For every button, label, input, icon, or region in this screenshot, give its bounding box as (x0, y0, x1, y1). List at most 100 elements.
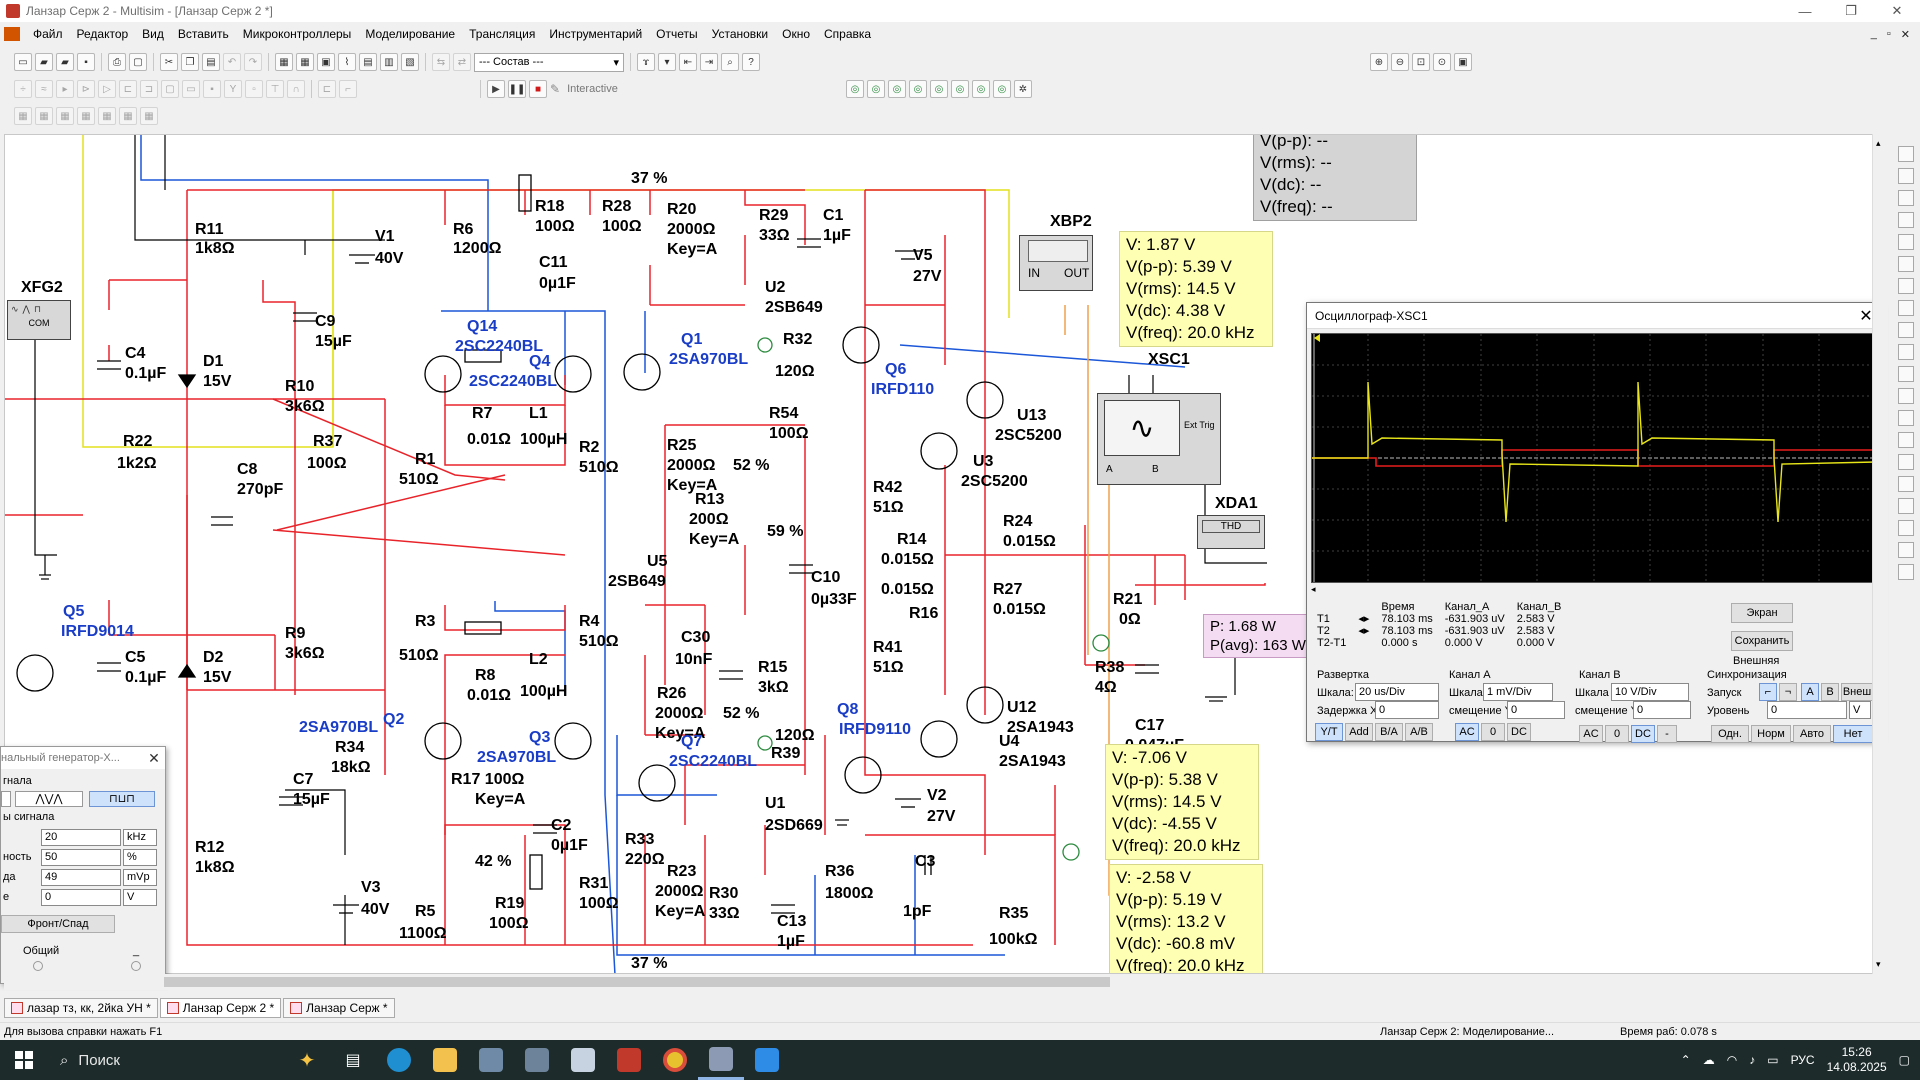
menu-options[interactable]: Установки (711, 27, 769, 41)
trigger-level-unit[interactable]: V (1849, 701, 1871, 719)
taskbar-search[interactable]: ⌕ Поиск (48, 1040, 284, 1080)
oscilloscope-close-icon[interactable]: ✕ (1859, 307, 1873, 325)
rf-component-icon[interactable]: ⊤ (266, 80, 284, 98)
channel-b-zero-button[interactable]: 0 (1605, 725, 1629, 743)
tektronix-scope-icon[interactable] (1898, 520, 1914, 536)
channel-a-ypos-input[interactable]: 0 (1507, 701, 1565, 719)
cut-icon[interactable]: ✂ (160, 53, 178, 71)
bode-plotter-xbp2[interactable]: IN OUT (1019, 235, 1093, 291)
task-view-icon[interactable]: ▤ (345, 1052, 361, 1069)
channel-b-scale-input[interactable]: 10 V/Div (1611, 683, 1689, 701)
multisim-active-taskbar-icon[interactable] (698, 1040, 744, 1080)
zoom-out-icon[interactable]: ⊖ (1391, 53, 1409, 71)
cursor-arrows-icon[interactable]: ◂▸ (1358, 625, 1370, 637)
mode-ba-button[interactable]: B/A (1375, 723, 1403, 741)
help-icon[interactable]: ? (742, 53, 760, 71)
probe-extra-icon[interactable]: ◎ (993, 80, 1011, 98)
app-icon-cat[interactable] (468, 1040, 514, 1080)
restore-button[interactable]: ❐ (1845, 3, 1857, 18)
stop-simulation-icon[interactable]: ■ (529, 80, 547, 98)
search-icon[interactable]: ⌕ (721, 53, 739, 71)
rise-fall-button[interactable]: Фронт/Спад (1, 915, 115, 933)
source-component-icon[interactable]: ÷ (14, 80, 32, 98)
oscilloscope-xsc1[interactable]: ∿ Ext Trig A B (1097, 393, 1221, 485)
iv-analyzer-icon[interactable] (1898, 366, 1914, 382)
multisim-taskbar-icon[interactable] (560, 1040, 606, 1080)
basic-component-icon[interactable]: ≈ (35, 80, 53, 98)
function-generator-titlebar[interactable]: нальный генератор-X... ✕ (1, 747, 165, 769)
distortion-analyzer-icon[interactable] (1898, 388, 1914, 404)
network-icon[interactable]: ☁ (1702, 1053, 1715, 1067)
fullscreen-icon[interactable]: ▣ (1454, 53, 1472, 71)
redo-icon[interactable]: ↷ (244, 53, 262, 71)
distortion-analyzer-xda1[interactable]: THD (1197, 515, 1265, 549)
chrome-icon[interactable] (652, 1040, 698, 1080)
tab-lazar-tz[interactable]: лазар тз, кк, 2йка УН * (4, 998, 158, 1018)
oscilloscope-window[interactable]: Осциллограф-XSC1 ✕ (1306, 302, 1880, 743)
network-analyzer-icon[interactable] (1898, 432, 1914, 448)
scroll-left-icon[interactable]: ◂ (1311, 584, 1316, 594)
tab-lanzar-serzh[interactable]: Ланзар Серж * (283, 998, 395, 1018)
trigger-single-button[interactable]: Одн. (1711, 725, 1749, 743)
trigger-source-a-button[interactable]: A (1801, 683, 1819, 701)
wifi-icon[interactable]: ◠ (1726, 1053, 1738, 1067)
tray-chevron-icon[interactable]: ⌃ (1680, 1053, 1691, 1067)
x-position-input[interactable]: 0 (1375, 701, 1439, 719)
trigger-normal-button[interactable]: Норм (1751, 725, 1791, 743)
scroll-down-icon[interactable]: ▾ (1876, 959, 1881, 969)
minus-terminal-icon[interactable] (131, 961, 141, 971)
mixed-icon[interactable]: ▭ (182, 80, 200, 98)
document-icon[interactable] (4, 27, 20, 41)
menu-mcu[interactable]: Микроконтроллеры (242, 27, 352, 41)
save-icon[interactable]: ▪ (77, 53, 95, 71)
copy-icon[interactable]: ❐ (181, 53, 199, 71)
timebase-scale-input[interactable]: 20 us/Div (1355, 683, 1439, 701)
power-probe-icon[interactable]: ◎ (888, 80, 906, 98)
menu-tools[interactable]: Инструментарий (549, 27, 643, 41)
menu-window[interactable]: Окно (782, 27, 811, 41)
oscilloscope-icon[interactable] (1898, 212, 1914, 228)
menu-edit[interactable]: Редактор (76, 27, 129, 41)
four-channel-scope-icon[interactable] (1898, 234, 1914, 250)
misc-digital-icon[interactable]: ▢ (161, 80, 179, 98)
trigger-auto-button[interactable]: Авто (1793, 725, 1831, 743)
instrument-scope-icon[interactable]: ▦ (77, 107, 95, 125)
app-icon-game[interactable] (606, 1040, 652, 1080)
zoom-sheet-icon[interactable]: ⊙ (1433, 53, 1451, 71)
ref-probe-icon[interactable]: ◎ (972, 80, 990, 98)
cursor-arrows-icon[interactable]: ◂▸ (1358, 613, 1370, 625)
probe-icon[interactable]: ɤ (637, 53, 655, 71)
ttl-component-icon[interactable]: ⊏ (119, 80, 137, 98)
mode-yt-button[interactable]: Y/T (1315, 723, 1343, 741)
agilent-multimeter-icon[interactable] (1898, 476, 1914, 492)
menu-reports[interactable]: Отчеты (656, 27, 698, 41)
open-sample-icon[interactable]: ▰ (56, 53, 74, 71)
back-annotate-icon[interactable]: ⇆ (432, 53, 450, 71)
probe-settings-icon[interactable]: ▾ (658, 53, 676, 71)
undo-icon[interactable]: ↶ (223, 53, 241, 71)
frequency-counter-icon[interactable] (1898, 278, 1914, 294)
electrical-rules-icon[interactable]: ▥ (380, 53, 398, 71)
forward-annotate-icon[interactable]: ⇄ (453, 53, 471, 71)
windows-start-button[interactable] (0, 1040, 48, 1080)
transistor-component-icon[interactable]: ⊳ (77, 80, 95, 98)
function-generator-close-icon[interactable]: ✕ (148, 749, 160, 766)
menu-file[interactable]: Файл (33, 27, 63, 41)
screen-reverse-button[interactable]: Экран (1731, 603, 1793, 623)
mode-add-button[interactable]: Add (1345, 723, 1373, 741)
channel-a-ac-button[interactable]: AC (1455, 723, 1479, 741)
mdi-restore-button[interactable]: ▫ (1886, 27, 1891, 40)
open-folder-icon[interactable]: ▰ (35, 53, 53, 71)
wattmeter-icon[interactable] (1898, 190, 1914, 206)
file-explorer-icon[interactable] (422, 1040, 468, 1080)
close-button[interactable]: ✕ (1891, 3, 1903, 18)
oscilloscope-display[interactable] (1311, 333, 1877, 583)
logic-analyzer-icon[interactable] (1898, 344, 1914, 360)
trigger-level-input[interactable]: 0 (1767, 701, 1847, 719)
save-button[interactable]: Сохранить (1731, 631, 1793, 651)
offset-input[interactable]: 0 (41, 889, 121, 906)
bus-icon[interactable]: ⊏ (318, 80, 336, 98)
electromechanical-icon[interactable]: ∩ (287, 80, 305, 98)
app-icon-blue[interactable] (744, 1040, 790, 1080)
tab-lanzar-serzh-2[interactable]: Ланзар Серж 2 * (159, 998, 282, 1018)
